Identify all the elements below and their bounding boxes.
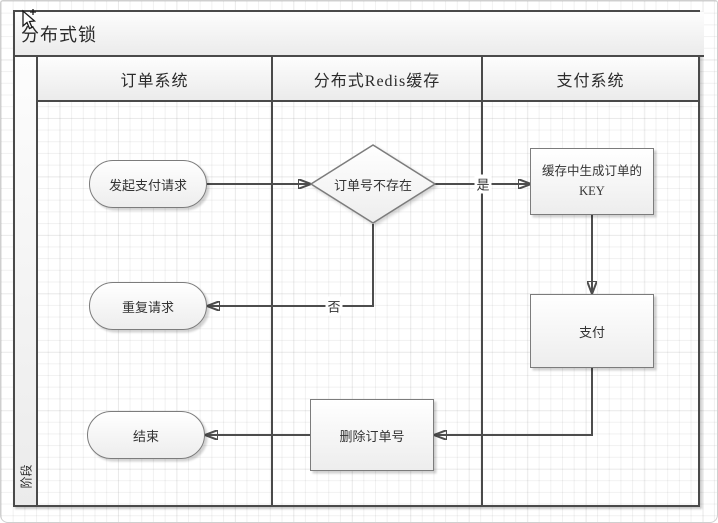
lane-separator-2 bbox=[481, 102, 483, 505]
node-label: 删除订单号 bbox=[339, 428, 405, 444]
node-label: 缓存中生成订单的 KEY bbox=[541, 164, 642, 198]
swimlane-pool[interactable]: 分布式锁 阶段 订单系统 分布式Redis缓存 支付系统 bbox=[13, 10, 704, 507]
lane-header-label: 订单系统 bbox=[120, 72, 189, 90]
node-end[interactable]: 结束 bbox=[87, 411, 205, 459]
phase-strip[interactable]: 阶段 bbox=[15, 57, 38, 505]
pool-title-text: 分布式锁 bbox=[21, 24, 97, 45]
node-start-payment-request[interactable]: 发起支付请求 bbox=[89, 160, 207, 208]
edge-label-yes: 是 bbox=[474, 174, 492, 194]
node-label: 结束 bbox=[132, 428, 159, 444]
edge-label-no: 否 bbox=[325, 296, 343, 316]
mouse-cursor-icon bbox=[22, 9, 37, 30]
diamond-shape bbox=[310, 144, 436, 224]
lane-divider bbox=[481, 57, 483, 100]
node-pay[interactable]: 支付 bbox=[530, 294, 654, 368]
lane-header-row: 订单系统 分布式Redis缓存 支付系统 bbox=[38, 57, 698, 102]
lane-divider bbox=[271, 57, 273, 100]
lane-header-label: 分布式Redis缓存 bbox=[313, 72, 441, 90]
lane-header-label: 支付系统 bbox=[556, 72, 625, 90]
pool-title-bar[interactable]: 分布式锁 bbox=[15, 12, 704, 57]
node-duplicate-request[interactable]: 重复请求 bbox=[89, 282, 207, 330]
lane-header-order-system[interactable]: 订单系统 bbox=[38, 57, 271, 100]
node-delete-order-number[interactable]: 删除订单号 bbox=[310, 399, 434, 471]
lane-header-redis-cache[interactable]: 分布式Redis缓存 bbox=[273, 57, 481, 100]
lane-header-payment-system[interactable]: 支付系统 bbox=[483, 57, 698, 100]
node-label: 重复请求 bbox=[121, 299, 174, 315]
lane-separator-1 bbox=[271, 102, 273, 505]
node-label: 订单号不存在 bbox=[333, 177, 412, 193]
phase-label: 阶段 bbox=[19, 463, 34, 489]
node-label: 支付 bbox=[578, 324, 605, 340]
node-decision-order-not-exist[interactable]: 订单号不存在 bbox=[310, 144, 436, 224]
node-generate-order-key[interactable]: 缓存中生成订单的 KEY bbox=[530, 148, 654, 215]
node-label: 发起支付请求 bbox=[108, 177, 187, 193]
